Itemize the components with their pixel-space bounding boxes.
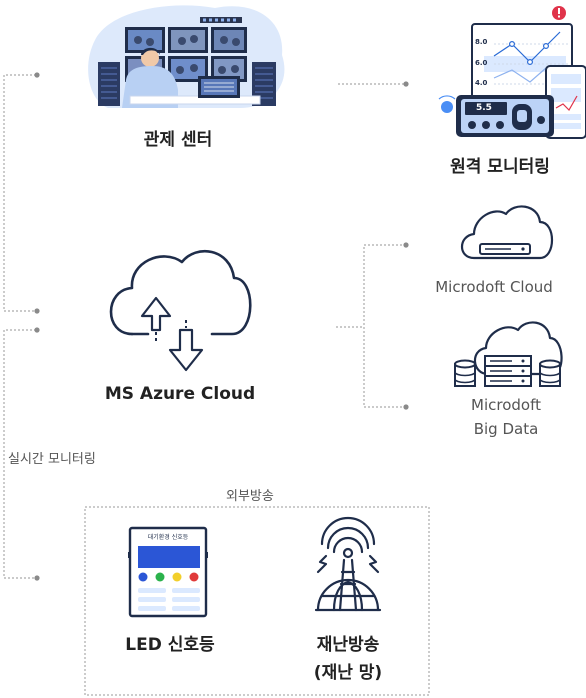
- chart-tick-label: 4.0: [475, 79, 488, 87]
- connector-dot: [34, 308, 40, 314]
- connector-azure-to-led: [3, 329, 36, 579]
- connector-dot: [403, 242, 409, 248]
- connector-right-bracket: [363, 244, 406, 408]
- database-cylinder-left: [454, 359, 476, 387]
- connector-dot: [403, 404, 409, 410]
- connector-dot: [34, 575, 40, 581]
- desk-monitor: [198, 76, 240, 98]
- disaster-broadcast-label-line2: (재난 망): [313, 663, 383, 683]
- remote-monitoring-label: 원격 모니터링: [450, 157, 550, 177]
- alert-icon: [552, 6, 566, 20]
- microsoft-cloud-label: Microdoft Cloud: [435, 278, 553, 296]
- controller-display-value: 5.5: [476, 103, 492, 113]
- connector-dot: [34, 327, 40, 333]
- chart-tick-label: 6.0: [475, 59, 488, 67]
- server-stack: [484, 355, 532, 387]
- led-panel-title: 대기환경 신호등: [147, 534, 189, 541]
- external-broadcast-label: 외부방송: [226, 489, 274, 504]
- external-broadcast-box: [84, 506, 430, 696]
- download-arrow-icon: [168, 328, 204, 372]
- connector-dot: [403, 81, 409, 87]
- azure-cloud-label: MS Azure Cloud: [104, 384, 256, 404]
- smartphone-device: [545, 65, 586, 139]
- server-rack-left: [98, 62, 120, 106]
- microsoft-bigdata-label-line2: Big Data: [473, 420, 539, 438]
- realtime-monitoring-label: 실시간 모니터링: [8, 452, 96, 467]
- led-signal-label: LED 신호등: [125, 635, 215, 655]
- connector-dot: [34, 72, 40, 78]
- led-status-lights: [138, 572, 199, 582]
- chart-tick-label: 8.0: [475, 38, 488, 46]
- connector-control-to-azure: [3, 74, 36, 312]
- upload-arrow-icon: [140, 296, 172, 332]
- database-cylinder-right: [539, 359, 561, 387]
- microsoft-bigdata-label-line1: Microdoft: [471, 396, 541, 414]
- control-center-label: 관제 센터: [143, 130, 213, 150]
- controller-device: [438, 95, 554, 137]
- disaster-broadcast-label-line1: 재난방송: [316, 635, 380, 655]
